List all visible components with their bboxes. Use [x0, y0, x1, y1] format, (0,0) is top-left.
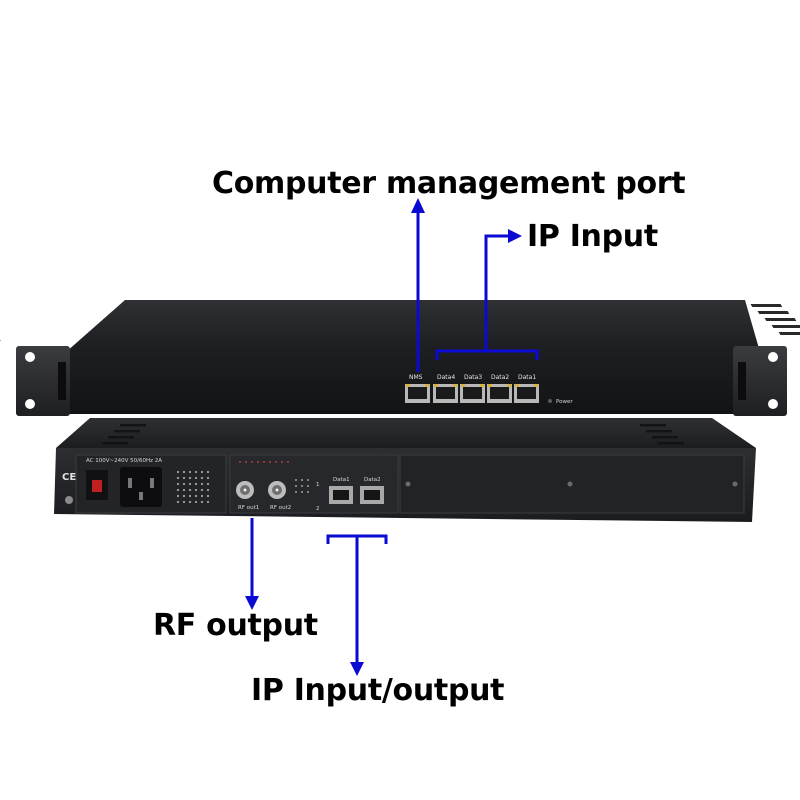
- iec-power-socket: [120, 467, 162, 507]
- rf-out1-connector: [236, 481, 254, 499]
- arrow-down-icon: [245, 596, 259, 610]
- rf-index-1: 1: [316, 482, 320, 488]
- sfp-data1-label: Data1: [333, 477, 350, 483]
- rj45-port-nms: [405, 384, 430, 403]
- arrow-heads: [245, 198, 522, 676]
- power-rating: AC 100V~240V 50/60Hz 2A: [86, 458, 162, 464]
- port-label-data4: Data4: [437, 374, 455, 381]
- ip-input-label: IP Input: [527, 219, 658, 254]
- port-label-data2: Data2: [491, 374, 509, 381]
- chassis-top: [0, 300, 800, 352]
- rack-ear-left: [16, 346, 70, 416]
- rear-panel: AC 100V~240V 50/60Hz 2A CE: [54, 418, 756, 522]
- rack-ear-right: [733, 346, 787, 416]
- rj45-port-data2: [487, 384, 512, 403]
- ground-screw: [65, 496, 73, 504]
- blank-slot-panel: [399, 454, 745, 514]
- port-label-data1: Data1: [518, 374, 536, 381]
- power-led: [548, 399, 552, 403]
- port-label-nms: NMS: [409, 374, 423, 381]
- front-panel: NMS Data4 Data3 Data2 Data1: [16, 346, 787, 416]
- rj45-port-data1: [514, 384, 539, 403]
- rf-out1-label: RF out1: [238, 505, 259, 511]
- io-module: RF out1 RF out2 1 2 Data1 Data2: [229, 454, 399, 514]
- ip-input-output-label: IP Input/output: [251, 673, 505, 708]
- port-label-data3: Data3: [464, 374, 482, 381]
- rj45-port-data4: [433, 384, 458, 403]
- power-module: AC 100V~240V 50/60Hz 2A CE: [62, 454, 227, 514]
- ce-mark: CE: [62, 472, 76, 483]
- arrow-down-icon: [350, 662, 364, 676]
- rf-index-2: 2: [316, 506, 320, 512]
- sfp-port-data1: [329, 486, 353, 504]
- sfp-port-data2: [360, 486, 384, 504]
- management-port-label: Computer management port: [212, 166, 686, 201]
- sfp-data2-label: Data2: [364, 477, 381, 483]
- power-label: Power: [556, 399, 573, 405]
- callout-arrows: [250, 210, 539, 665]
- rf-out2-connector: [268, 481, 286, 499]
- rj45-port-data3: [460, 384, 485, 403]
- rf-out2-label: RF out2: [270, 505, 291, 511]
- rf-output-label: RF output: [153, 608, 318, 643]
- arrow-up-icon: [411, 198, 425, 213]
- arrow-right-icon: [508, 229, 522, 243]
